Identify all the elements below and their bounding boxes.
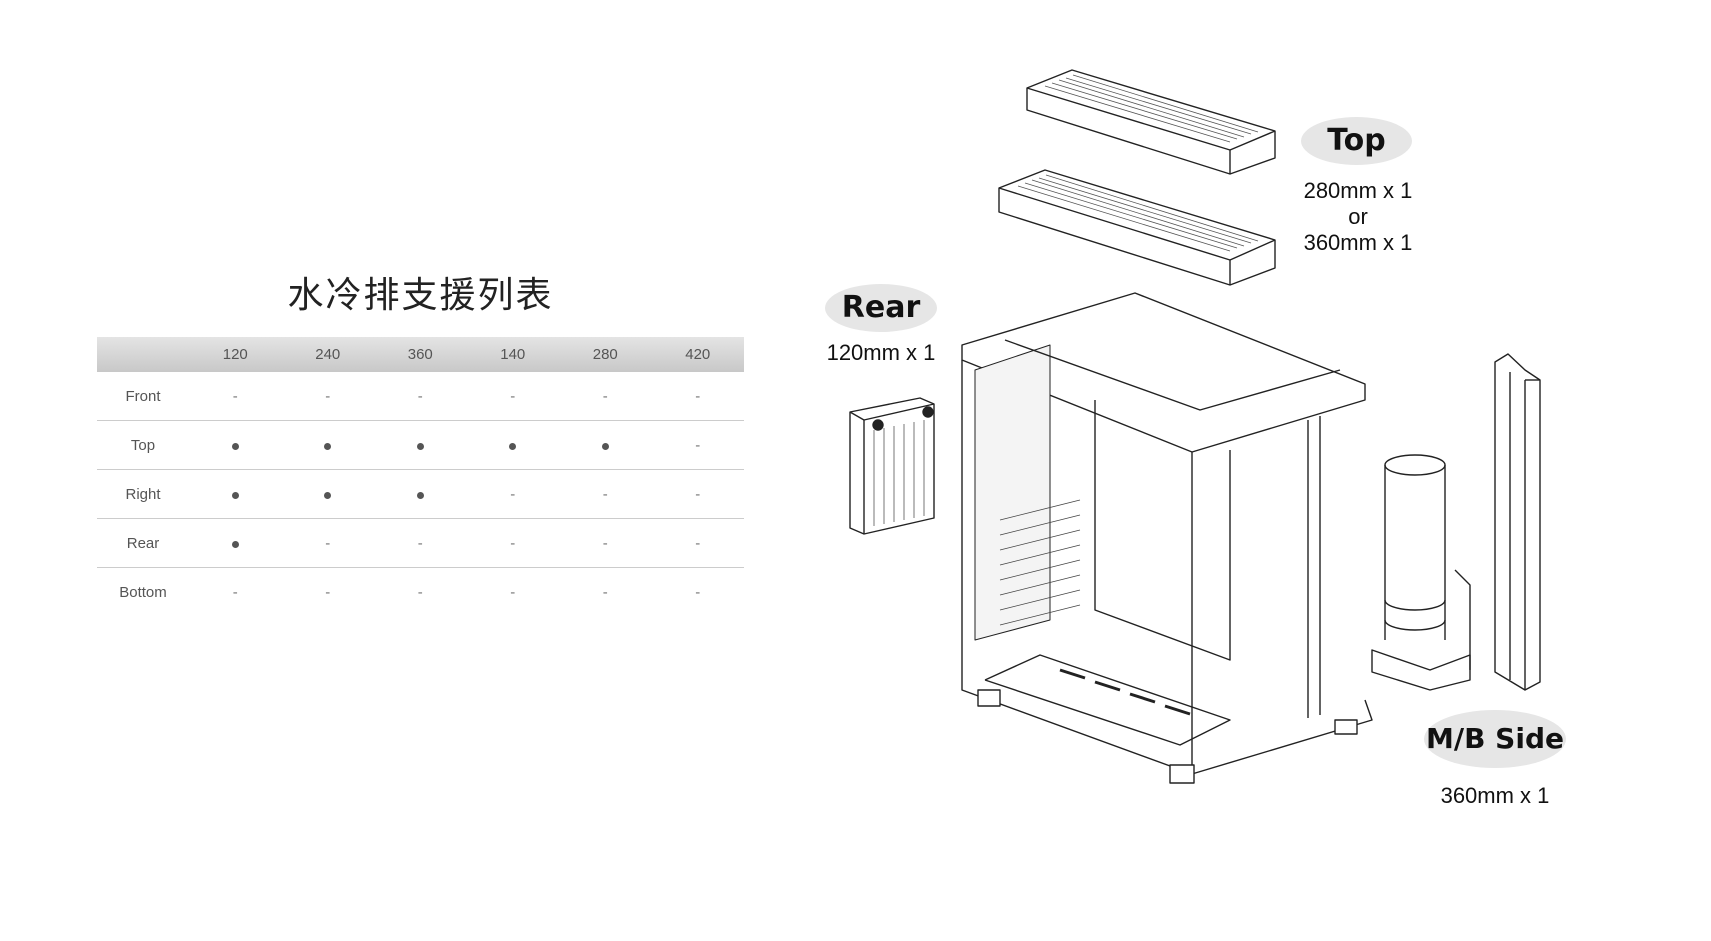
unsupported-cell: - [466, 372, 559, 421]
top-label-badge: Top [1301, 117, 1412, 165]
unsupported-cell: - [651, 372, 744, 421]
row-label: Bottom [119, 583, 167, 601]
pc-case-illustration [961, 292, 1373, 784]
unsupported-cell: - [281, 518, 374, 568]
top-spec-line1: 280mm x 1 [1303, 178, 1413, 203]
unsupported-dash: - [325, 387, 331, 405]
unsupported-dash: - [695, 387, 701, 405]
unsupported-dash: - [325, 583, 331, 601]
unsupported-dash: - [602, 534, 608, 552]
unsupported-dash: - [602, 387, 608, 405]
supported-cell [281, 420, 374, 470]
top-spec-or: or [1348, 204, 1368, 229]
row-label: Front [97, 372, 189, 421]
supported-cell [559, 420, 652, 470]
unsupported-dash: - [417, 534, 423, 552]
supported-dot-icon [416, 491, 424, 499]
unsupported-cell: - [559, 372, 652, 421]
column-header: 120 [222, 346, 248, 363]
supported-dot-icon [231, 491, 239, 499]
column-header: 420 [685, 346, 711, 363]
supported-cell [374, 469, 467, 519]
supported-cell [466, 420, 559, 470]
row-label: Rear [97, 518, 189, 568]
mb-side-spec-text: 360mm x 1 [1440, 783, 1550, 808]
pump-reservoir-illustration [1371, 454, 1471, 691]
row-label: Top [97, 420, 189, 470]
unsupported-cell: - [189, 568, 282, 617]
unsupported-dash: - [695, 534, 701, 552]
unsupported-cell: - [559, 469, 652, 519]
top-radiator-360-illustration [998, 169, 1276, 286]
table-row: Front - - - - - - [97, 372, 744, 421]
radiator-support-table: 120 240 360 140 280 420 Front------Top-R… [97, 337, 744, 616]
unsupported-dash: - [417, 583, 423, 601]
supported-cell [189, 469, 282, 519]
page-title: 水冷排支援列表 [287, 275, 554, 316]
supported-dot-icon [324, 491, 332, 499]
unsupported-cell: - [651, 518, 744, 568]
supported-dot-icon [509, 442, 517, 450]
supported-dot-icon [324, 442, 332, 450]
supported-cell [189, 420, 282, 470]
unsupported-cell: - [374, 518, 467, 568]
unsupported-dash: - [510, 534, 516, 552]
unsupported-cell: - [374, 372, 467, 421]
unsupported-dash: - [695, 485, 701, 503]
table-header-row: 120 240 360 140 280 420 [97, 337, 744, 372]
unsupported-cell: - [652, 568, 745, 617]
column-header: 360 [407, 346, 433, 363]
table-row: Bottom - - - - - - [97, 568, 744, 617]
unsupported-dash: - [325, 534, 331, 552]
table-row: Right - - - [97, 469, 744, 519]
row-label: Right [97, 469, 189, 519]
supported-dot-icon [231, 540, 239, 548]
unsupported-dash: - [602, 583, 608, 601]
column-header: 280 [592, 346, 618, 363]
unsupported-dash: - [510, 583, 516, 601]
unsupported-cell: - [281, 372, 374, 421]
column-header: 240 [315, 346, 341, 363]
supported-cell [189, 518, 282, 568]
mb-side-label-badge: M/B Side [1424, 710, 1566, 768]
unsupported-dash: - [510, 387, 516, 405]
unsupported-cell: - [559, 518, 652, 568]
unsupported-cell: - [374, 568, 467, 617]
column-header: 140 [500, 346, 526, 363]
unsupported-dash: - [232, 583, 238, 601]
supported-dot-icon [416, 442, 424, 450]
unsupported-dash: - [695, 583, 701, 601]
rear-spec-text: 120mm x 1 [826, 340, 936, 365]
unsupported-cell: - [467, 568, 560, 617]
unsupported-dash: - [510, 485, 516, 503]
top-spec-text: 280mm x 1 or 360mm x 1 [1278, 178, 1438, 256]
top-spec-line2: 360mm x 1 [1303, 230, 1413, 255]
supported-cell [374, 420, 467, 470]
supported-cell [281, 469, 374, 519]
unsupported-dash: - [232, 387, 238, 405]
unsupported-cell: - [189, 372, 282, 421]
supported-dot-icon [601, 442, 609, 450]
mb-side-radiator-illustration [1494, 353, 1541, 691]
unsupported-dash: - [417, 387, 423, 405]
top-radiator-280-illustration [1026, 69, 1276, 175]
unsupported-dash: - [602, 485, 608, 503]
unsupported-cell: - [282, 568, 375, 617]
unsupported-cell: - [466, 518, 559, 568]
unsupported-cell: - [559, 568, 652, 617]
rear-label-badge: Rear [825, 284, 937, 332]
unsupported-cell: - [651, 420, 744, 470]
table-row: Top - [97, 420, 744, 470]
rear-radiator-illustration [849, 397, 935, 535]
unsupported-dash: - [695, 436, 701, 454]
table-row: Rear - - - - - [97, 518, 744, 568]
supported-dot-icon [231, 442, 239, 450]
unsupported-cell: - [651, 469, 744, 519]
unsupported-cell: - [466, 469, 559, 519]
